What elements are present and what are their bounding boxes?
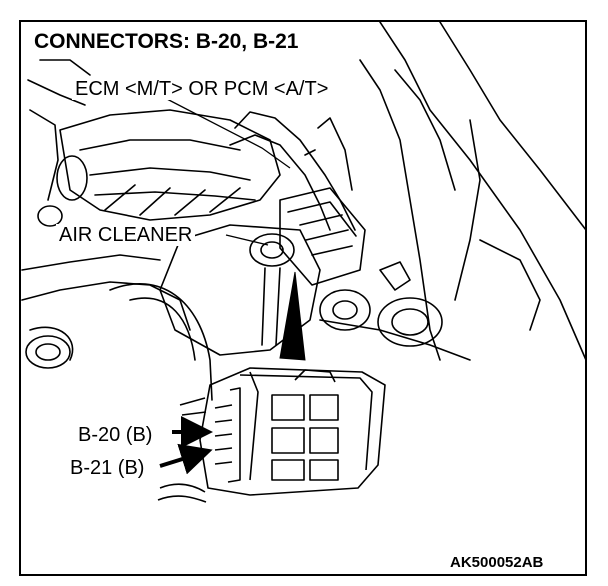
b21-callout: B-21 (B) [68, 457, 147, 479]
figure-border [19, 20, 587, 576]
connector-arrows [159, 416, 213, 475]
b20-callout: B-20 (B) [76, 424, 155, 446]
leader-lines [164, 97, 291, 246]
engine-bay-linework [21, 21, 587, 401]
diagram-title: CONNECTORS: B-20, B-21 [32, 30, 301, 53]
b21-arrow [159, 443, 213, 475]
ecm-callout: ECM <M/T> OR PCM <A/T> [72, 78, 332, 100]
ecm-closeup [157, 367, 386, 503]
detail-pointer [279, 271, 306, 361]
figure-code: AK500052AB [448, 554, 546, 571]
air-cleaner-callout: AIR CLEANER [56, 224, 196, 246]
